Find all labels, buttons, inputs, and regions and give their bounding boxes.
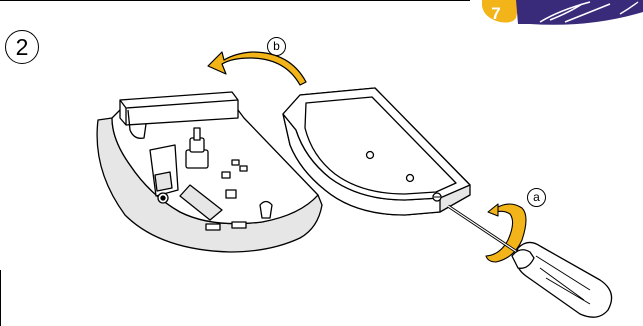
- curved-arrow-icon: [208, 52, 306, 85]
- screwdriver-icon: [448, 206, 612, 317]
